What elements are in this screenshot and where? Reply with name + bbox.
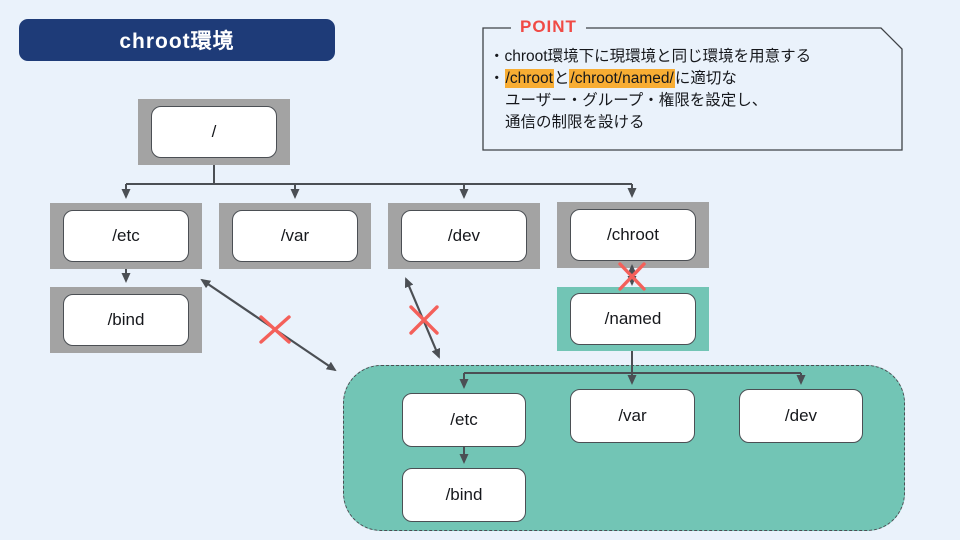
chroot-node-bind-label: /bind (445, 485, 483, 504)
point-line-1: ・chroot環境下に現環境と同じ環境を用意する (489, 48, 812, 65)
node-chroot: /chroot (570, 209, 696, 261)
node-bind-label: /bind (107, 310, 145, 329)
node-chroot-label: /chroot (607, 225, 659, 244)
node-root: / (151, 106, 277, 158)
node-dev-label: /dev (447, 226, 481, 245)
node-etc: /etc (63, 210, 189, 262)
node-named: /named (570, 293, 696, 345)
chroot-node-etc: /etc (402, 393, 526, 447)
x-mark-dev (409, 305, 439, 335)
node-root-label: / (211, 122, 217, 141)
node-etc-label: /etc (112, 226, 140, 245)
point-line-2-sep: と (553, 70, 570, 87)
point-highlight-chroot-named: /chroot/named/ (569, 69, 675, 88)
point-line-3: ユーザー・グループ・権限を設定し、 (505, 92, 768, 109)
point-text: ・chroot環境下に現環境と同じ環境を用意する ・/chrootと/chroo… (489, 46, 894, 134)
point-line-2-bullet: ・ (489, 70, 505, 87)
chroot-node-dev: /dev (739, 389, 863, 443)
point-line-2: ・/chrootと/chroot/named/に適切な (489, 68, 894, 90)
point-line-4: 通信の制限を設ける (505, 114, 645, 131)
blocked-arrow-etc-jail (200, 278, 337, 372)
node-bind-frame: /bind (50, 287, 202, 353)
point-line-2-tail: に適切な (674, 70, 737, 87)
node-named-frame: /named (557, 287, 709, 351)
node-etc-frame: /etc (50, 203, 202, 269)
node-dev-frame: /dev (388, 203, 540, 269)
node-var: /var (232, 210, 358, 262)
node-bind: /bind (63, 294, 189, 346)
blocked-arrow-dev-jail (404, 277, 441, 359)
node-root-frame: / (138, 99, 290, 165)
node-chroot-frame: /chroot (557, 202, 709, 268)
node-var-frame: /var (219, 203, 371, 269)
chroot-node-etc-label: /etc (450, 410, 478, 429)
x-mark-etc (259, 315, 291, 344)
node-var-label: /var (280, 226, 310, 245)
node-named-label: /named (604, 309, 662, 328)
point-highlight-chroot: /chroot (504, 69, 554, 88)
chroot-node-var-label: /var (618, 406, 647, 425)
page-title: chroot環境 (19, 19, 335, 61)
point-label: POINT (511, 17, 586, 37)
node-dev: /dev (401, 210, 527, 262)
chroot-node-dev-label: /dev (784, 406, 818, 425)
chroot-node-var: /var (570, 389, 695, 443)
chroot-node-bind: /bind (402, 468, 526, 522)
